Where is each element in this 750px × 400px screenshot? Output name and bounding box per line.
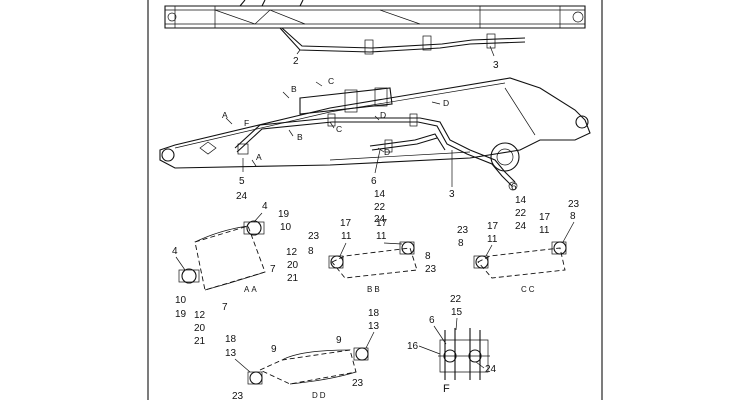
aa-callout-7: 7 (270, 264, 276, 275)
aa-callout-20b: 20 (194, 323, 206, 334)
section-mark-b-bottom: B (297, 132, 303, 142)
section-mark-d-mid: D (380, 110, 386, 120)
aa-callout-19b: 19 (175, 309, 187, 320)
view-f (438, 328, 490, 380)
aa-callout-7b: 7 (222, 302, 228, 313)
view-label-dd: DD (312, 391, 328, 400)
f-callout-22: 22 (450, 294, 462, 305)
cc-callout-23: 23 (457, 225, 469, 236)
view-label-cc: CC (521, 285, 537, 294)
f-callout-24: 24 (485, 364, 497, 375)
section-mark-b-top: B (291, 84, 297, 94)
f-callout-15: 15 (451, 307, 463, 318)
aa-callout-10: 10 (280, 222, 292, 233)
aa-callout-10b: 10 (175, 295, 187, 306)
dd-callout-18: 18 (225, 334, 237, 345)
view-label-aa: AA (244, 285, 259, 294)
section-mark-c-bottom: C (336, 124, 342, 134)
callout-24r: 24 (515, 221, 527, 232)
callout-6: 6 (371, 176, 377, 187)
section-cc (473, 241, 567, 279)
section-mark-a-bottom: A (256, 152, 262, 162)
aa-callout-12b: 12 (194, 310, 206, 321)
callout-24b: 24 (374, 214, 386, 225)
dd-callout-23: 23 (232, 391, 244, 400)
aa-callout-21b: 21 (194, 336, 206, 347)
cc-callout-17: 17 (487, 221, 499, 232)
dd-callout-18b: 18 (368, 308, 380, 319)
dd-callout-13: 13 (225, 348, 237, 359)
bb-callout-11b: 11 (376, 231, 387, 242)
section-mark-f: F (244, 118, 249, 128)
aa-callout-19: 19 (278, 209, 290, 220)
cc-callout-8: 8 (458, 238, 464, 249)
callout-3-side: 3 (449, 189, 455, 200)
dd-callout-23b: 23 (352, 378, 364, 389)
f-callout-16: 16 (407, 341, 419, 352)
section-mark-c-top: C (328, 76, 334, 86)
bb-callout-17: 17 (340, 218, 352, 229)
dd-callout-9: 9 (271, 344, 277, 355)
cc-callout-11: 11 (487, 234, 498, 245)
callout-5: 5 (239, 176, 245, 187)
bb-callout-8b: 8 (425, 251, 431, 262)
boom-side-view (159, 77, 591, 191)
bb-callout-11: 11 (341, 231, 352, 242)
aa-callout-4: 4 (262, 201, 268, 212)
dd-callout-13b: 13 (368, 321, 380, 332)
view-label-bb: BB (367, 285, 382, 294)
aa-callout-4b: 4 (172, 246, 178, 257)
aa-callout-20: 20 (287, 260, 299, 271)
cc-callout-23b: 23 (568, 199, 580, 210)
section-mark-d-bottom: D (384, 147, 390, 157)
aa-callout-21: 21 (287, 273, 299, 284)
callout-2: 2 (293, 56, 299, 67)
callout-22: 22 (374, 202, 386, 213)
callout-3: 3 (493, 60, 499, 71)
dd-callout-9b: 9 (336, 335, 342, 346)
callout-6r: 6 (511, 182, 517, 193)
cc-callout-8b: 8 (570, 211, 576, 222)
section-dd (247, 347, 369, 385)
section-mark-a-top: A (222, 110, 228, 120)
bb-callout-8: 8 (308, 246, 314, 257)
cc-callout-17b: 17 (539, 212, 551, 223)
bb-callout-23: 23 (308, 231, 320, 242)
bb-callout-23b: 23 (425, 264, 437, 275)
section-bb (328, 241, 418, 279)
cc-callout-11b: 11 (539, 225, 550, 236)
callout-14: 14 (374, 189, 386, 200)
bb-callout-17b: 17 (376, 218, 388, 229)
section-mark-d-top: D (443, 98, 449, 108)
aa-callout-12: 12 (286, 247, 298, 258)
f-callout-6: 6 (429, 315, 435, 326)
view-label-f: F (443, 383, 450, 395)
callout-24: 24 (236, 191, 248, 202)
callout-22r: 22 (515, 208, 527, 219)
section-aa (178, 220, 266, 291)
section-markers: A A B B C C D D D F (222, 76, 449, 167)
boom-top-view (164, 0, 586, 57)
callout-14r: 14 (515, 195, 527, 206)
